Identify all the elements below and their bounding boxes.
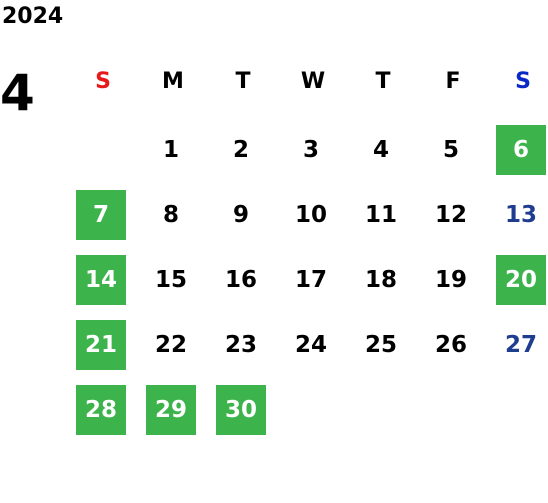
day-cell: 26 xyxy=(418,317,488,382)
weekday-sun: S xyxy=(95,69,111,94)
day-number: 13 xyxy=(504,202,537,228)
day-number-holiday: 30 xyxy=(216,385,266,435)
day-cell: 9 xyxy=(208,187,278,252)
day-cell: 18 xyxy=(348,252,418,317)
day-cell: 2 xyxy=(208,122,278,187)
day-number: 16 xyxy=(224,267,257,293)
day-number: 25 xyxy=(364,332,397,358)
weekday-mon: M xyxy=(162,69,184,94)
day-cell: 22 xyxy=(138,317,208,382)
weekday-wed: W xyxy=(300,69,326,94)
day-cell: 11 xyxy=(348,187,418,252)
day-cell: 10 xyxy=(278,187,348,252)
day-cell: 24 xyxy=(278,317,348,382)
day-number: 4 xyxy=(372,137,389,163)
day-number: 3 xyxy=(302,137,319,163)
day-number: 10 xyxy=(294,202,327,228)
day-number: 23 xyxy=(224,332,257,358)
day-cell: 16 xyxy=(208,252,278,317)
weekday-thu: T xyxy=(375,69,391,94)
day-number: 1 xyxy=(162,137,179,163)
day-cell: 15 xyxy=(138,252,208,317)
day-number: 19 xyxy=(434,267,467,293)
day-cell: 25 xyxy=(348,317,418,382)
day-cell: 5 xyxy=(418,122,488,187)
day-cell: 21 xyxy=(68,317,138,382)
day-cell: 20 xyxy=(488,252,548,317)
weekday-fri: F xyxy=(445,69,461,94)
day-cell: 3 xyxy=(278,122,348,187)
day-cell: 7 xyxy=(68,187,138,252)
day-cell: 1 xyxy=(138,122,208,187)
year-label: 2024 xyxy=(2,4,64,29)
day-cell: 6 xyxy=(488,122,548,187)
day-number: 12 xyxy=(434,202,467,228)
day-cell: 29 xyxy=(138,382,208,447)
day-cell: 28 xyxy=(68,382,138,447)
day-cell: 12 xyxy=(418,187,488,252)
day-cell: 17 xyxy=(278,252,348,317)
day-number: 5 xyxy=(442,137,459,163)
day-cell: 27 xyxy=(488,317,548,382)
day-number: 15 xyxy=(154,267,187,293)
day-number-holiday: 14 xyxy=(76,255,126,305)
day-number: 27 xyxy=(504,332,537,358)
day-number: 11 xyxy=(364,202,397,228)
weekday-sat: S xyxy=(515,69,531,94)
day-cell: 30 xyxy=(208,382,278,447)
weekday-tue: T xyxy=(235,69,251,94)
day-number-holiday: 21 xyxy=(76,320,126,370)
day-number: 18 xyxy=(364,267,397,293)
day-cell: 23 xyxy=(208,317,278,382)
day-number-holiday: 20 xyxy=(496,255,546,305)
day-number-holiday: 7 xyxy=(76,190,126,240)
day-cell: 4 xyxy=(348,122,418,187)
day-number: 8 xyxy=(162,202,179,228)
day-cell: 19 xyxy=(418,252,488,317)
day-number: 2 xyxy=(232,137,249,163)
day-number-holiday: 6 xyxy=(496,125,546,175)
day-number: 22 xyxy=(154,332,187,358)
month-number: 4 xyxy=(0,64,35,122)
day-cell: 13 xyxy=(488,187,548,252)
day-number: 24 xyxy=(294,332,327,358)
day-cell: 14 xyxy=(68,252,138,317)
day-cell: 8 xyxy=(138,187,208,252)
day-number: 17 xyxy=(294,267,327,293)
day-number-holiday: 28 xyxy=(76,385,126,435)
day-number-holiday: 29 xyxy=(146,385,196,435)
day-number: 9 xyxy=(232,202,249,228)
day-number: 26 xyxy=(434,332,467,358)
